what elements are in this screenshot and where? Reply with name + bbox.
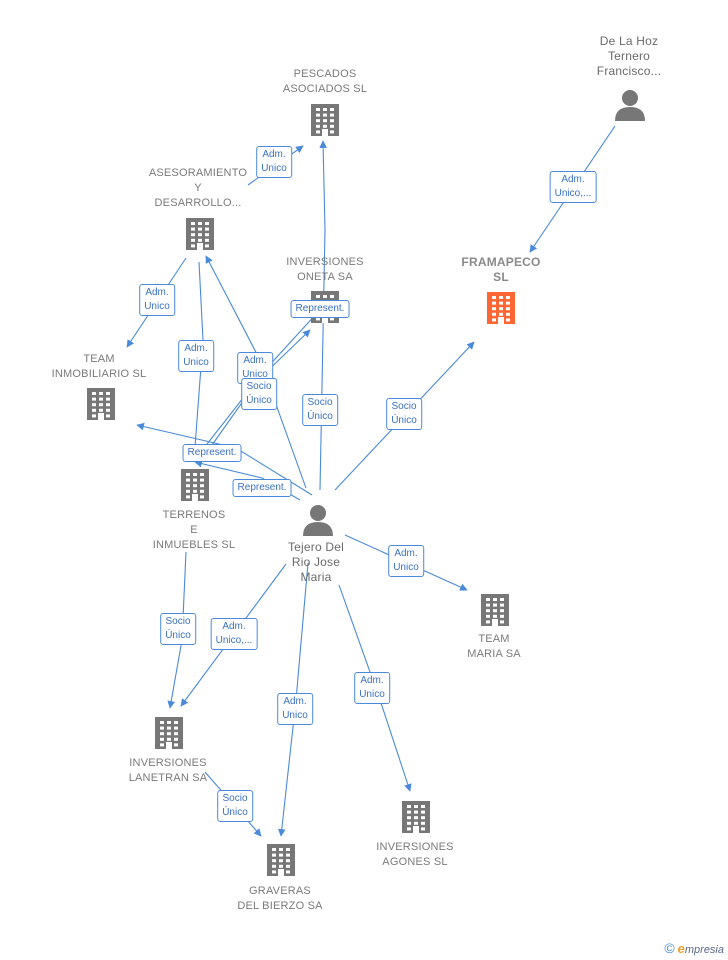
edge-label: Adm. Unico	[388, 545, 424, 577]
node-label-delahoz[interactable]: De La Hoz Ternero Francisco...	[596, 34, 662, 78]
building-icon[interactable]	[481, 594, 509, 626]
edge-label: Adm. Unico,...	[549, 171, 597, 203]
building-icon[interactable]	[402, 801, 430, 833]
node-label-team-maria[interactable]: TEAM MARIA SA	[467, 633, 521, 660]
edge-label: Represent.	[182, 444, 242, 462]
edge-label: Socio Único	[241, 378, 277, 410]
building-icon[interactable]	[311, 104, 339, 136]
building-icon[interactable]	[155, 717, 183, 749]
node-label-graveras[interactable]: GRAVERAS DEL BIERZO SA	[237, 885, 323, 912]
edge-label: Socio Único	[217, 790, 253, 822]
edge-label: Adm. Unico	[139, 284, 175, 316]
edge-label: Adm. Unico	[277, 693, 313, 725]
building-icon[interactable]	[186, 218, 214, 250]
node-label-terrenos[interactable]: TERRENOS E INMUEBLES SL	[152, 509, 236, 551]
person-icon[interactable]	[615, 90, 645, 121]
edge-label: Adm. Unico	[178, 340, 214, 372]
person-icon[interactable]	[303, 505, 333, 536]
edge-label: Represent.	[290, 300, 350, 318]
node-label-inversiones-oneta[interactable]: INVERSIONES ONETA SA	[286, 256, 364, 283]
building-icon[interactable]	[87, 388, 115, 420]
node-label-framapeco[interactable]: FRAMAPECO SL	[461, 255, 541, 284]
node-label-asesoramiento[interactable]: ASESORAMIENTO Y DESARROLLO...	[148, 167, 248, 209]
edge-label: Socio Único	[386, 398, 422, 430]
edge-label: Represent.	[232, 479, 292, 497]
node-label-team-inmobiliario[interactable]: TEAM INMOBILIARIO SL	[51, 353, 147, 380]
brand-initial: e	[677, 941, 685, 956]
edge-label: Adm. Unico,...	[210, 618, 258, 650]
node-label-agones[interactable]: INVERSIONES AGONES SL	[376, 841, 454, 868]
edge-label: Socio Único	[160, 613, 196, 645]
building-icon[interactable]	[267, 844, 295, 876]
node-label-lanetran[interactable]: INVERSIONES LANETRAN SA	[128, 757, 208, 784]
copyright-icon: ©	[664, 940, 675, 956]
edge-label: Adm. Unico	[354, 672, 390, 704]
building-icon-focus[interactable]	[487, 292, 515, 324]
building-icon[interactable]	[181, 469, 209, 501]
node-label-pescados[interactable]: PESCADOS ASOCIADOS SL	[282, 68, 368, 95]
brand-name: mpresia	[684, 944, 724, 956]
footer-brand: ©empresia	[664, 940, 724, 956]
node-label-tejero[interactable]: Tejero Del Rio Jose Maria	[287, 540, 345, 584]
edge-label: Socio Único	[302, 394, 338, 426]
edge-label: Adm. Unico	[256, 146, 292, 178]
